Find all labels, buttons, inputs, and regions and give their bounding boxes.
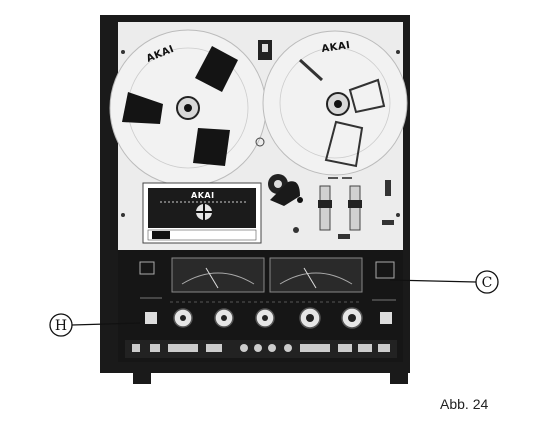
bottom-controls	[125, 340, 397, 358]
vu-meter-left	[172, 258, 264, 292]
callout-h-label: H	[55, 318, 67, 334]
figure-caption: Abb. 24	[440, 396, 488, 412]
level-knobs	[145, 308, 392, 328]
callout-c-label: C	[482, 275, 493, 291]
panel-screw	[121, 213, 125, 217]
vu-meter-right	[270, 258, 362, 292]
panel-screw	[396, 50, 400, 54]
cabinet-foot-right	[390, 370, 408, 384]
cabinet-foot-left	[133, 370, 151, 384]
panel-screw	[396, 213, 400, 217]
panel-screw	[121, 50, 125, 54]
cassette-brand: AKAI	[191, 191, 215, 200]
left-reel	[110, 30, 266, 186]
